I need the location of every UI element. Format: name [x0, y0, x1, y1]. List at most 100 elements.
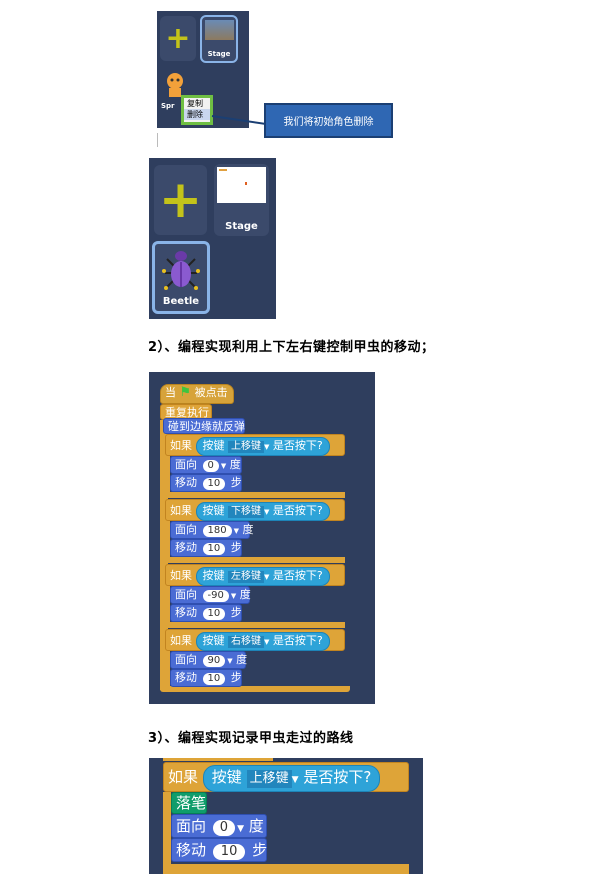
- move-steps-block[interactable]: 移动 10 步: [170, 604, 242, 622]
- heading-step-3: 3）、编程实现记录甲虫走过的路线: [148, 731, 354, 746]
- repeat-text: 重复执行: [165, 406, 209, 419]
- plus-icon: +: [165, 21, 191, 56]
- if-text: 如果: [170, 439, 192, 452]
- beetle-sprite-tile[interactable]: Beetle: [152, 241, 210, 314]
- pressed-text: 是否按下?: [272, 439, 323, 452]
- dropdown-arrow-icon: ▼: [233, 527, 239, 535]
- heading-step-2: 2）、编程实现利用上下左右键控制甲虫的移动；: [148, 340, 435, 355]
- direction-input[interactable]: 0: [202, 460, 219, 472]
- script-panel-1: 当 ⚑ 被点击 重复执行 碰到边缘就反弹 如果 按键 上移键▼ 是否按下? 面向…: [149, 372, 375, 704]
- cropped-block-edge: [163, 758, 273, 761]
- cat-sprite-icon: [167, 73, 183, 97]
- move-text: 移动: [176, 841, 207, 859]
- steps-unit-text: 步: [230, 541, 242, 554]
- move-text: 移动: [175, 606, 197, 619]
- if-block-up[interactable]: 如果 按键 上移键▼ 是否按下?: [165, 434, 345, 456]
- point-text: 面向: [176, 817, 207, 835]
- plus-icon: +: [158, 170, 203, 230]
- deg-unit-text: 度: [229, 458, 241, 471]
- key-text: 按键: [202, 504, 225, 517]
- key-dropdown[interactable]: 上移键: [246, 770, 292, 788]
- key-text: 按键: [202, 634, 225, 647]
- if-foot: [165, 492, 345, 498]
- if-block-up[interactable]: 如果 按键 上移键▼ 是否按下?: [163, 762, 409, 792]
- if-block-left[interactable]: 如果 按键 左移键▼ 是否按下?: [165, 564, 345, 586]
- point-direction-block[interactable]: 面向 0▼ 度: [171, 814, 267, 838]
- script-panel-2: 如果 按键 上移键▼ 是否按下? 落笔 面向 0▼ 度 移动 10 步: [149, 758, 423, 874]
- when-flag-clicked-hat[interactable]: 当 ⚑ 被点击: [160, 384, 234, 404]
- if-foot: [163, 864, 409, 874]
- direction-input[interactable]: 0: [212, 820, 236, 836]
- if-arm: [163, 792, 171, 872]
- menu-item-delete[interactable]: 删除: [184, 109, 210, 120]
- if-foot: [165, 622, 345, 628]
- key-pressed-down[interactable]: 按键 下移键▼ 是否按下?: [195, 502, 330, 521]
- menu-item-copy[interactable]: 复制: [187, 99, 203, 108]
- pressed-text: 是否按下?: [272, 634, 323, 647]
- key-pressed-right[interactable]: 按键 右移键▼ 是否按下?: [195, 632, 330, 651]
- dropdown-arrow-icon: ▼: [230, 592, 237, 600]
- direction-input[interactable]: -90: [202, 590, 229, 602]
- stage-label: Stage: [225, 221, 258, 232]
- sprite-label: Spr: [161, 102, 175, 110]
- sprite-thumbnail[interactable]: Spr: [161, 69, 191, 121]
- repeat-forever-foot: [160, 686, 350, 692]
- add-sprite-tile[interactable]: +: [160, 16, 196, 61]
- if-block-right[interactable]: 如果 按键 右移键▼ 是否按下?: [165, 629, 345, 651]
- steps-unit-text: 步: [230, 476, 242, 489]
- thumbnail-dot: [245, 182, 247, 185]
- key-pressed-left[interactable]: 按键 左移键▼ 是否按下?: [195, 567, 330, 586]
- steps-input[interactable]: 10: [202, 478, 226, 490]
- add-sprite-tile[interactable]: +: [154, 165, 207, 235]
- dropdown-arrow-icon: ▼: [227, 657, 233, 665]
- direction-input[interactable]: 180: [202, 525, 232, 537]
- move-text: 移动: [175, 476, 197, 489]
- hat-clicked-text: 被点击: [194, 386, 228, 399]
- move-steps-block[interactable]: 移动 10 步: [170, 474, 242, 492]
- move-steps-block[interactable]: 移动 10 步: [170, 539, 242, 557]
- point-direction-block[interactable]: 面向 0▼ 度: [170, 456, 242, 474]
- move-steps-block[interactable]: 移动 10 步: [170, 669, 242, 687]
- stage-tile[interactable]: Stage: [200, 15, 238, 63]
- dropdown-arrow-icon: ▼: [264, 508, 270, 516]
- if-arm: [165, 456, 170, 494]
- if-text: 如果: [168, 768, 199, 786]
- if-block-down[interactable]: 如果 按键 下移键▼ 是否按下?: [165, 499, 345, 521]
- key-text: 按键: [202, 439, 225, 452]
- key-dropdown[interactable]: 右移键: [228, 636, 264, 648]
- stage-tile[interactable]: Stage: [214, 164, 269, 236]
- key-text: 按键: [211, 768, 242, 786]
- move-steps-block[interactable]: 移动 10 步: [171, 838, 267, 862]
- key-text: 按键: [202, 569, 225, 582]
- if-foot: [165, 557, 345, 563]
- steps-input[interactable]: 10: [202, 543, 226, 555]
- point-direction-block[interactable]: 面向 180▼ 度: [170, 521, 253, 539]
- direction-input[interactable]: 90: [202, 655, 226, 667]
- point-direction-block[interactable]: 面向 -90▼ 度: [170, 586, 251, 604]
- if-arm: [165, 586, 170, 624]
- key-dropdown[interactable]: 下移键: [228, 506, 264, 518]
- key-pressed-up[interactable]: 按键 上移键▼ 是否按下?: [202, 765, 381, 792]
- dropdown-arrow-icon: ▼: [291, 775, 299, 785]
- pen-down-block[interactable]: 落笔: [171, 792, 207, 814]
- deg-unit-text: 度: [248, 817, 264, 835]
- sprite-panel-top: + Stage Spr 复制 删除: [157, 11, 249, 128]
- steps-unit-text: 步: [230, 606, 242, 619]
- dropdown-arrow-icon: ▼: [264, 638, 270, 646]
- callout-connector: [211, 115, 267, 125]
- steps-input[interactable]: 10: [202, 608, 226, 620]
- steps-input[interactable]: 10: [212, 844, 246, 860]
- key-dropdown[interactable]: 左移键: [228, 571, 264, 583]
- context-menu: 复制 删除: [181, 95, 213, 125]
- key-pressed-up[interactable]: 按键 上移键▼ 是否按下?: [195, 437, 330, 456]
- key-dropdown[interactable]: 上移键: [228, 441, 264, 453]
- dropdown-arrow-icon: ▼: [220, 462, 227, 470]
- stage-label: Stage: [207, 50, 231, 58]
- move-text: 移动: [175, 671, 197, 684]
- bounce-on-edge-block[interactable]: 碰到边缘就反弹: [163, 418, 245, 434]
- callout-text: 我们将初始角色删除: [283, 117, 374, 128]
- point-direction-block[interactable]: 面向 90▼ 度: [170, 651, 248, 669]
- steps-input[interactable]: 10: [202, 673, 226, 685]
- deg-unit-text: 度: [236, 653, 248, 666]
- divider-mark: [157, 133, 158, 147]
